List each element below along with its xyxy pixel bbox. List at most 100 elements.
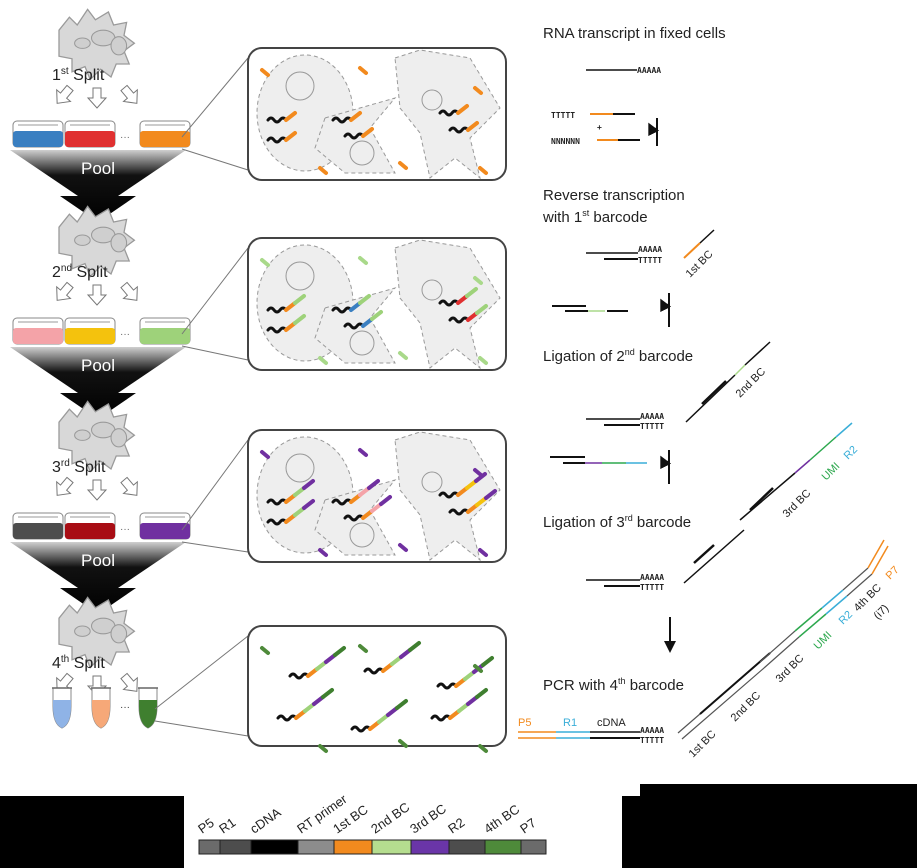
dish-liquid — [13, 523, 63, 539]
barcoded-transcript — [343, 495, 392, 522]
redaction-block-right — [640, 784, 917, 868]
free-barcode — [478, 548, 488, 557]
plus-sign: + — [597, 123, 602, 132]
legend-segment: P7 — [517, 815, 547, 855]
free-barcode — [398, 161, 408, 170]
split-arrow-down-icon — [87, 479, 107, 501]
barcoded-transcript — [331, 111, 362, 124]
split-arrow-left-icon — [49, 278, 78, 307]
free-barcode — [478, 166, 488, 175]
zoom-line — [181, 148, 249, 171]
label-r2-pcr: R2 — [837, 609, 855, 627]
barcoded-transcript — [343, 127, 374, 140]
barcoded-transcript — [438, 472, 487, 499]
culture-dish — [12, 120, 64, 148]
linker-strand — [701, 380, 727, 405]
bc3-strand — [794, 459, 811, 474]
free-barcode — [398, 739, 408, 748]
ellipsis: ··· — [120, 524, 130, 535]
pool-label: Pool — [81, 356, 115, 375]
barcode-segment — [293, 294, 306, 305]
protocol-steps: RNA transcript in fixed cells AAAAA TTTT… — [518, 25, 902, 760]
barcoded-transcript — [343, 310, 383, 330]
nucleus — [421, 279, 443, 301]
reaction-arrow-icon — [663, 450, 669, 484]
free-barcode — [398, 351, 408, 360]
free-barcode — [318, 548, 328, 557]
nucleus — [349, 330, 375, 356]
barcode-segment — [333, 646, 346, 657]
legend-swatch — [484, 839, 522, 855]
split-arrow-down-icon — [87, 284, 107, 306]
free-barcode — [473, 468, 483, 477]
nucleus — [285, 261, 315, 291]
nucleus — [349, 140, 375, 166]
pool-label: Pool — [81, 551, 115, 570]
culture-dish — [64, 512, 116, 540]
legend-swatch — [410, 839, 450, 855]
oligo-dt-seq: TTTTT — [551, 111, 575, 120]
barcoded-transcript — [438, 104, 469, 117]
barcoded-transcript — [448, 489, 497, 516]
barcode-segment — [408, 641, 421, 652]
barcoded-transcript — [331, 294, 371, 314]
free-barcode — [473, 664, 483, 673]
barcoded-transcript — [331, 479, 380, 506]
nucleus — [285, 453, 315, 483]
legend-segment: P5 — [195, 815, 221, 855]
zoom-line — [181, 541, 249, 553]
label-r2: R2 — [842, 444, 860, 462]
free-barcode — [358, 644, 368, 653]
split-stage-2: 2nd Split···Pool — [10, 205, 191, 419]
culture-dish — [64, 317, 116, 345]
split-arrow-right-icon — [116, 81, 145, 110]
pool-funnel — [10, 347, 186, 419]
free-barcode — [398, 543, 408, 552]
dish-liquid — [65, 523, 115, 539]
poly-a-tail: AAAAA — [637, 66, 661, 75]
bc3-strand — [683, 529, 745, 584]
linker-strand — [693, 544, 715, 564]
culture-dish — [139, 512, 191, 540]
free-barcode — [478, 744, 488, 753]
zoom-panel-4 — [154, 625, 507, 753]
barcode-segment — [466, 121, 479, 132]
barcoded-transcript — [266, 111, 297, 124]
barcode-segment — [293, 314, 306, 325]
legend-swatch — [297, 839, 335, 855]
barcode-segment — [284, 131, 297, 142]
poly-a-tail: AAAAA — [640, 412, 664, 421]
ellipsis: ··· — [120, 329, 130, 340]
poly-a-tail: AAAAA — [638, 245, 662, 254]
label-umi-pcr: UMI — [812, 629, 835, 652]
barcode-segment — [475, 688, 488, 699]
split-arrow-left-icon — [49, 81, 78, 110]
culture-dish — [139, 317, 191, 345]
split-arrow-right-icon — [116, 473, 145, 502]
zoom-panels — [154, 47, 507, 753]
umi-strand — [809, 436, 837, 461]
zoom-line — [154, 720, 249, 737]
reaction-arrow-icon — [651, 118, 657, 146]
legend-segment: R1 — [216, 815, 252, 855]
split-stage-4: 4th Split··· — [49, 596, 158, 729]
pool-label: Pool — [81, 159, 115, 178]
zoom-panel-3 — [181, 429, 507, 563]
barcode-segment — [349, 111, 362, 122]
legend-swatch — [333, 839, 373, 855]
split-label: 1st Split — [52, 66, 105, 84]
label-3rd-bc: 3rd BC — [781, 487, 814, 520]
dish-liquid — [140, 328, 190, 344]
barcoded-transcript — [430, 688, 488, 722]
bc2-strand — [734, 364, 746, 376]
free-barcode — [260, 68, 270, 77]
barcoded-transcript — [448, 304, 488, 324]
poly-t-seq: TTTTT — [638, 256, 662, 265]
label-r1: R1 — [563, 717, 577, 729]
split-arrow-right-icon — [116, 278, 145, 307]
free-barcode — [478, 356, 488, 365]
free-barcode — [260, 258, 270, 267]
dish-liquid — [65, 131, 115, 147]
